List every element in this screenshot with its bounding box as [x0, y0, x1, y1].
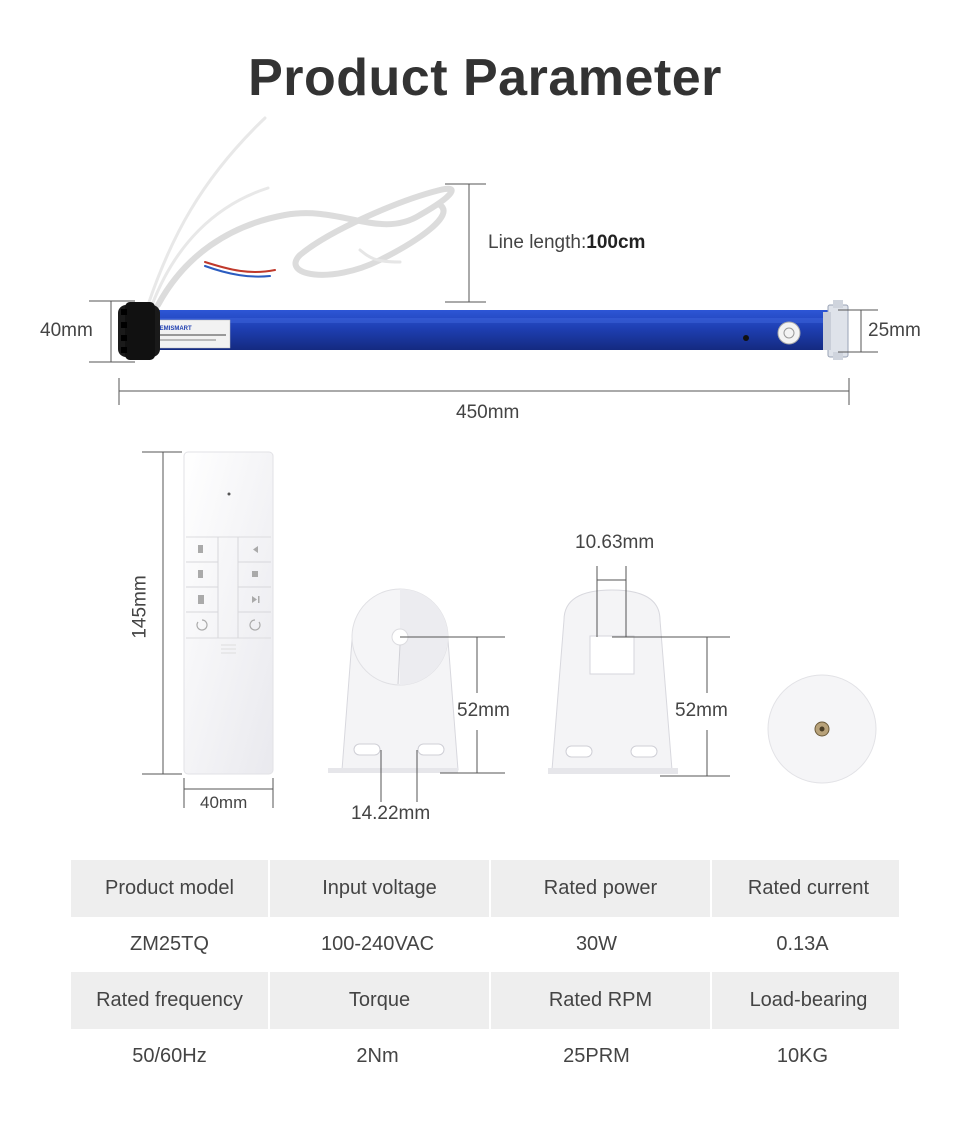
end-cap: [767, 674, 877, 784]
table-cell: 10KG: [776, 1045, 829, 1067]
motor-diameter-label: 40mm: [40, 320, 93, 341]
motor-length-label: 450mm: [456, 402, 520, 423]
table-cell: 50/60Hz: [132, 1045, 207, 1067]
table-header-cell: Load-bearing: [710, 972, 905, 1029]
remote-height-dimension: [142, 451, 182, 775]
table-cell: 0.13A: [776, 933, 829, 955]
table-cell: 100-240VAC: [320, 933, 435, 955]
end-diameter-label: 25mm: [868, 320, 921, 341]
table-header-cell: Rated power: [489, 860, 710, 917]
table-header-cell: Input voltage: [268, 860, 489, 917]
table-header-cell: Rated frequency: [96, 989, 243, 1011]
table-header-cell: Rated current: [710, 860, 905, 917]
tubular-motor: ZEMISMART: [118, 300, 849, 360]
bracket-hole-label: 14.22mm: [351, 803, 431, 824]
remote-width-label: 40mm: [200, 793, 248, 812]
bracket1-height-dimension: [400, 636, 505, 774]
table-cell: 30W: [575, 933, 618, 955]
bracket-square: [548, 589, 678, 774]
remote-control: [183, 451, 274, 775]
table-cell: ZM25TQ: [130, 933, 209, 955]
end-diameter-dimension: [838, 309, 878, 353]
table-row: 50/60Hz 2Nm 25PRM 10KG: [71, 1029, 899, 1084]
line-length-dimension: [445, 183, 486, 303]
remote-height-label: 145mm: [129, 575, 151, 639]
table-header-cell: Product model: [105, 877, 234, 899]
bracket2-slot-dimension: [596, 566, 627, 637]
bracket2-height-dimension: [612, 636, 730, 777]
parameter-table: Product model Input voltage Rated power …: [71, 860, 899, 1084]
table-header-cell: Torque: [268, 972, 489, 1029]
motor-length-dimension: [118, 378, 850, 405]
table-row: ZM25TQ 100-240VAC 30W 0.13A: [71, 917, 899, 972]
motor-diameter-dimension: [89, 300, 135, 363]
svg-text:ZEMISMART: ZEMISMART: [156, 326, 192, 332]
line-length-label: Line length:100cm: [488, 232, 646, 253]
bracket-round: [328, 588, 459, 773]
page-title: Product Parameter: [248, 49, 722, 107]
bracket1-height-label: 52mm: [457, 700, 510, 721]
table-cell: 2Nm: [356, 1045, 399, 1067]
table-header-row: Product model Input voltage Rated power …: [71, 860, 899, 917]
bracket2-height-label: 52mm: [675, 700, 728, 721]
bracket2-slot-label: 10.63mm: [575, 532, 655, 553]
table-header-cell: Rated RPM: [489, 972, 710, 1029]
table-header-row: Rated frequency Torque Rated RPM Load-be…: [71, 972, 899, 1029]
motor-wires: [146, 116, 455, 308]
product-diagram: ZEMISMART: [89, 116, 878, 808]
remote-width-dimension: [183, 778, 274, 808]
bracket1-hole-dimension: [380, 750, 418, 802]
table-cell: 25PRM: [563, 1045, 630, 1067]
